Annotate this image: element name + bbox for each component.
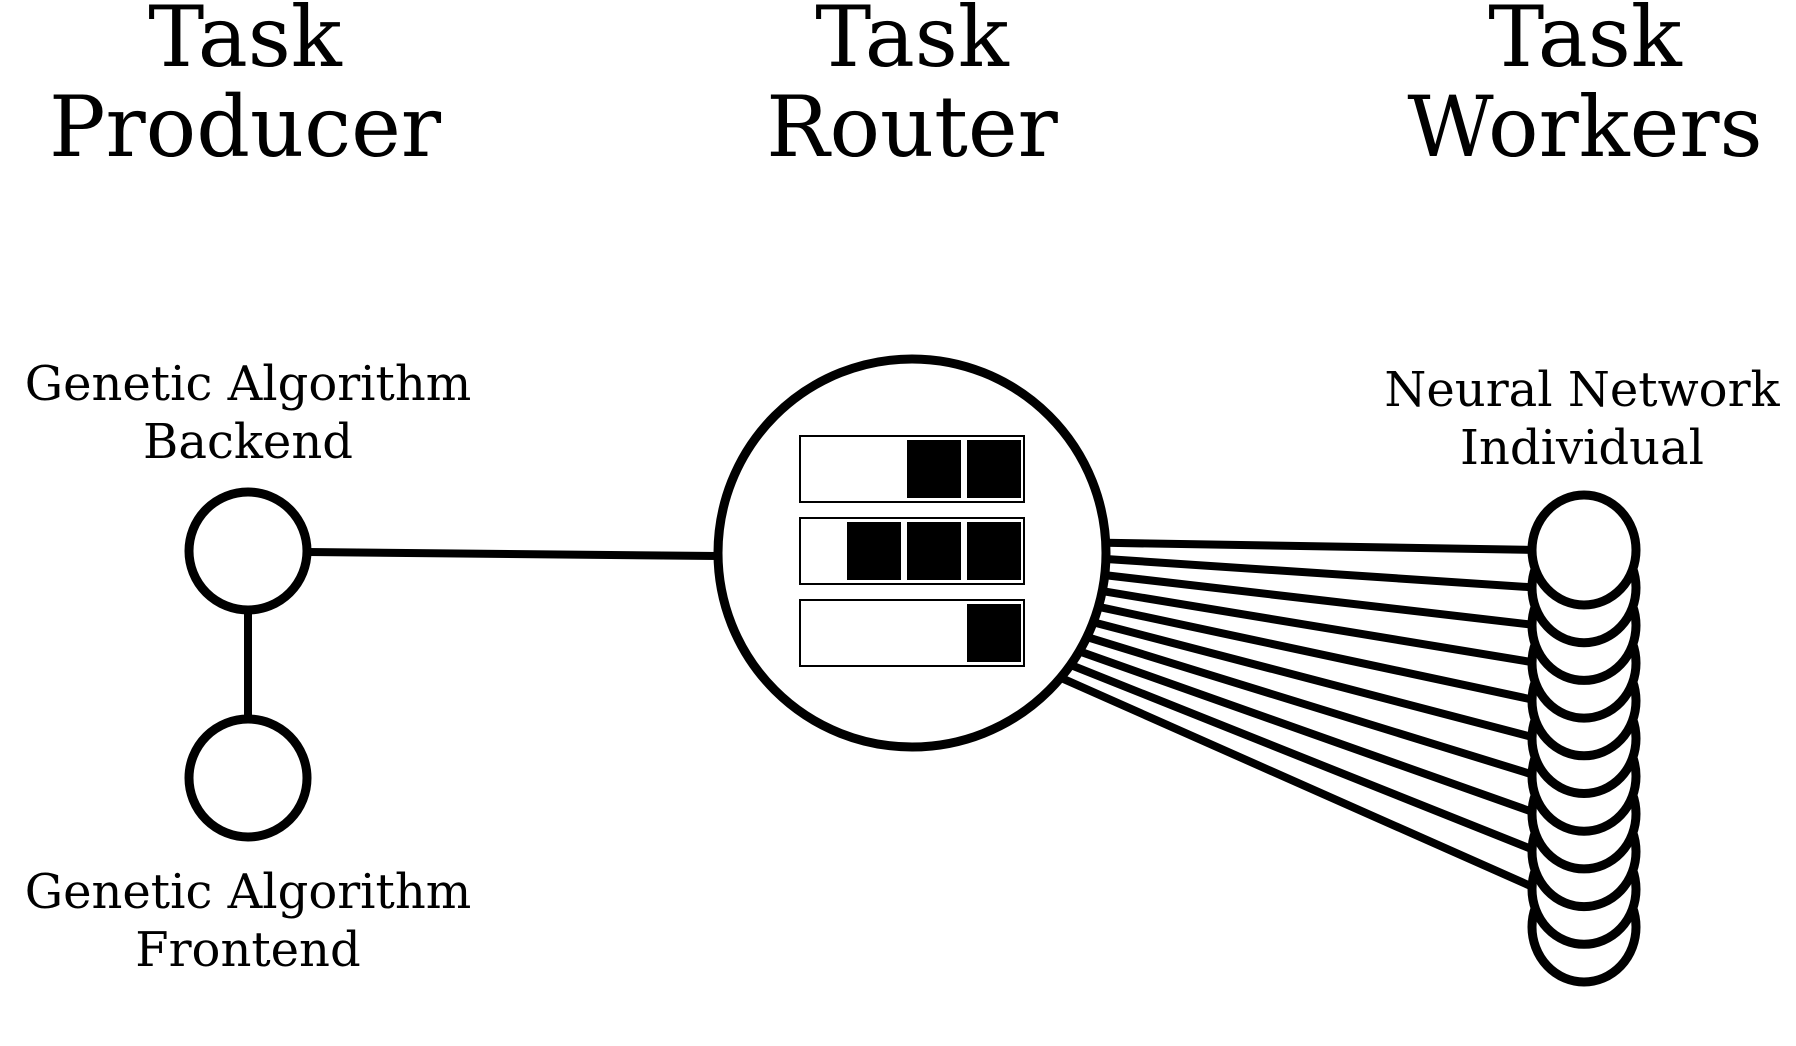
backend-router-link [304, 548, 722, 560]
worker-node-1 [1527, 490, 1641, 610]
frontend-label-line-2: Frontend [135, 922, 360, 978]
queue-3-task-block [967, 604, 1021, 662]
worker-link-7 [1082, 633, 1542, 781]
worker-stack [1527, 490, 1641, 987]
worker-label-line-2: Individual [1460, 420, 1704, 476]
backend-label-line-1: Genetic Algorithm [25, 356, 472, 412]
frontend-node [184, 714, 312, 842]
worker-links [1056, 538, 1542, 894]
producer-heading-line-1: Task [148, 0, 343, 86]
router-queues [799, 435, 1025, 667]
backend-label-line-2: Backend [143, 414, 353, 470]
backend-node [184, 487, 312, 615]
worker-label-line-1: Neural Network [1384, 362, 1780, 418]
queue-2-task-block [847, 522, 901, 580]
queue-2-task-block [967, 522, 1021, 580]
queue-1-task-block [907, 440, 961, 498]
workers-heading-line-2: Workers [1407, 78, 1762, 176]
worker-link-9 [1066, 660, 1542, 856]
router-heading-line-2: Router [766, 78, 1058, 176]
worker-link-5 [1094, 602, 1542, 705]
worker-link-1 [1101, 538, 1542, 554]
worker-link-10 [1056, 673, 1542, 894]
worker-link-4 [1098, 587, 1542, 668]
queue-1-task-block [967, 440, 1021, 498]
producer-heading-line-2: Producer [49, 78, 442, 176]
worker-link-8 [1075, 647, 1542, 818]
queue-2-task-block [907, 522, 961, 580]
frontend-label-line-1: Genetic Algorithm [25, 864, 472, 920]
workers-heading-line-1: Task [1488, 0, 1683, 86]
worker-link-3 [1100, 571, 1542, 630]
router-heading-line-1: Task [815, 0, 1010, 86]
worker-link-2 [1101, 555, 1542, 592]
worker-link-6 [1089, 618, 1542, 743]
